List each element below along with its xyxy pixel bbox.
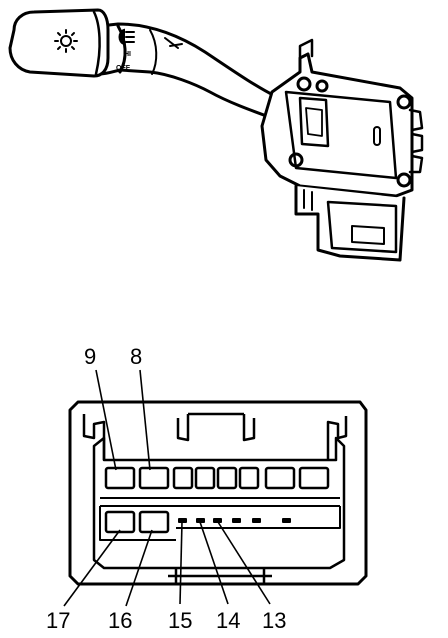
pin-label-14: 14 [216,608,240,633]
leader-lines [63,369,271,607]
lever-collar-2 [149,29,158,75]
combination-switch-illustration [8,8,424,262]
pin-13 [213,518,222,523]
pin-label-17: 17 [46,608,70,633]
small-pin-row [178,518,291,523]
pin-cavity-9 [104,466,136,490]
pin-cavity-7 [172,466,194,490]
housing-mount-tab [298,38,314,60]
lever-knob-edge [92,10,101,76]
switch-connector-face [326,200,398,254]
leader-16 [125,529,153,607]
switch-mid-label: HI [124,51,131,58]
housing-window-inner [305,107,323,137]
pin-cavity-2 [298,466,330,490]
pin-cavity-4 [238,466,260,490]
lower-row-frame [99,506,341,541]
headlight-icon [54,29,78,53]
housing-window [298,96,330,148]
lever-knob [8,8,110,78]
pin-label-13: 13 [262,608,286,633]
housing-slot [373,126,381,146]
pin-label-16: 16 [108,608,132,633]
connector-latch [351,225,385,245]
pin-10 [282,518,291,523]
pin-cavity-17 [104,510,136,534]
connector-outer-shell [68,400,368,586]
pin-cavity-6 [194,466,216,490]
housing-boss [296,76,312,92]
pin-15 [178,518,187,523]
pin-cavity-16 [138,510,170,534]
pin-11 [252,518,261,523]
leader-14 [199,521,229,605]
parking-light-icon [118,28,135,46]
connector-lock-tab [82,414,348,460]
pin-cavity-3 [264,466,296,490]
leader-9 [95,369,117,471]
housing-screw-1 [288,152,304,168]
pin-label-9: 9 [84,344,96,369]
lever-ridge [164,37,183,49]
leader-15 [179,521,183,605]
pin-cavity-5 [216,466,238,490]
housing-inner-face [284,90,398,180]
leader-13 [217,521,271,605]
row-divider [100,497,340,507]
housing-side-coil [408,108,424,174]
connector-rib [303,189,313,211]
pin-12 [232,518,241,523]
switch-off-label: OFF [116,65,131,72]
pin-label-8: 8 [130,344,142,369]
housing-screw-2 [315,79,329,93]
connector-face-diagram [68,400,368,586]
leader-8 [139,369,151,471]
lever-collar [116,24,127,74]
connector-key [176,412,256,442]
leader-17 [63,529,121,607]
housing-screw-3 [396,94,412,110]
pin-14 [196,518,205,523]
connector-inner-cavity [92,436,346,570]
pin-cavity-8 [138,466,170,490]
connector-keyway [168,568,272,584]
pin-label-15: 15 [168,608,192,633]
housing-screw-4 [396,172,412,188]
switch-housing [260,52,414,198]
